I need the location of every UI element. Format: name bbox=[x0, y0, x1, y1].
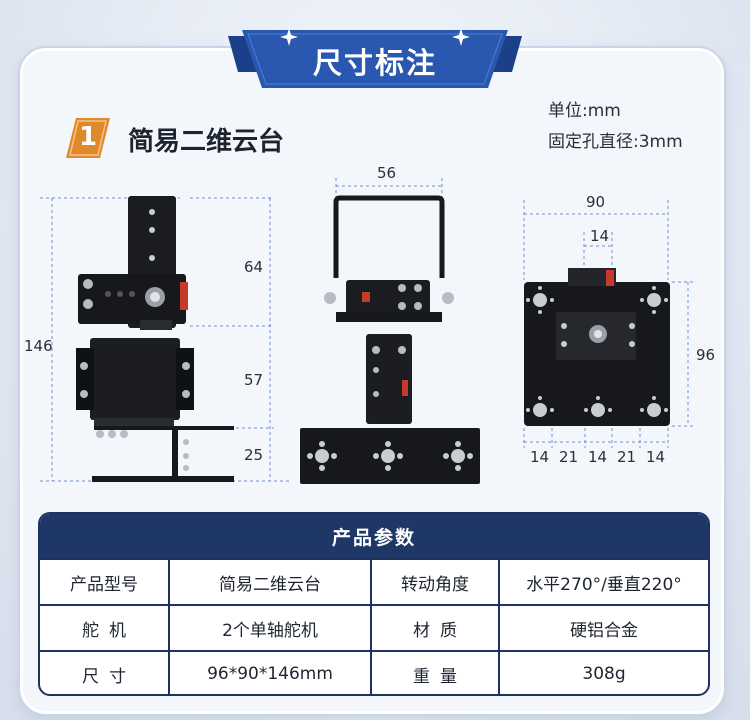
table-row: 产品型号 简易二维云台 转动角度 水平270°/垂直220° bbox=[40, 558, 708, 604]
spec-key: 尺寸 bbox=[40, 652, 170, 694]
section-title: 简易二维云台 bbox=[128, 127, 285, 157]
spec-key: 产品型号 bbox=[40, 560, 170, 604]
spec-key: 重量 bbox=[372, 652, 500, 694]
spec-value: 硬铝合金 bbox=[570, 620, 638, 641]
unit-label: 单位:mm bbox=[548, 101, 621, 121]
section-number-badge: 1 bbox=[66, 118, 110, 158]
table-row: 舵机 2个单轴舵机 材质 硬铝合金 bbox=[40, 604, 708, 650]
spec-value: 96*90*146mm bbox=[170, 652, 372, 694]
sparkle-icon bbox=[452, 28, 470, 46]
spec-key: 转动角度 bbox=[372, 560, 500, 604]
spec-table-title: 产品参数 bbox=[40, 514, 708, 558]
spec-value: 简易二维云台 bbox=[170, 560, 372, 604]
dim-middle-width: 56 bbox=[377, 164, 397, 182]
spec-value: 水平270°/垂直220° bbox=[526, 574, 682, 595]
dim-bottom-5: 14 bbox=[646, 448, 666, 466]
dim-bottom-3: 14 bbox=[588, 448, 608, 466]
spec-value: 308g bbox=[582, 664, 626, 684]
dim-left-upper: 64 bbox=[244, 258, 264, 276]
table-row: 尺寸 96*90*146mm 重量 308g bbox=[40, 650, 708, 694]
dim-left-middle: 57 bbox=[244, 371, 264, 389]
header-title: 尺寸标注 bbox=[312, 46, 437, 80]
left-view-model bbox=[76, 196, 234, 482]
dim-left-total: 146 bbox=[24, 337, 53, 355]
spec-value: 2个单轴舵机 bbox=[170, 606, 372, 650]
hole-diameter-label: 固定孔直径:3mm bbox=[548, 132, 683, 152]
dim-right-inner: 14 bbox=[590, 227, 610, 245]
section-number: 1 bbox=[78, 122, 98, 152]
header-ribbon: 尺寸标注 bbox=[228, 28, 522, 90]
dimension-diagram bbox=[40, 178, 694, 484]
dim-bottom-4: 21 bbox=[617, 448, 637, 466]
spec-key: 材质 bbox=[372, 606, 500, 650]
sparkle-icon bbox=[280, 28, 298, 46]
dim-bottom-2: 21 bbox=[559, 448, 579, 466]
dim-left-lower: 25 bbox=[244, 446, 264, 464]
dim-right-height: 96 bbox=[696, 346, 716, 364]
dim-right-width: 90 bbox=[586, 193, 606, 211]
middle-view-model bbox=[300, 195, 480, 484]
right-view-model bbox=[524, 268, 670, 426]
product-spec-table: 产品参数 产品型号 简易二维云台 转动角度 水平270°/垂直220° 舵机 2… bbox=[38, 512, 710, 696]
dim-bottom-1: 14 bbox=[530, 448, 550, 466]
spec-key: 舵机 bbox=[40, 606, 170, 650]
